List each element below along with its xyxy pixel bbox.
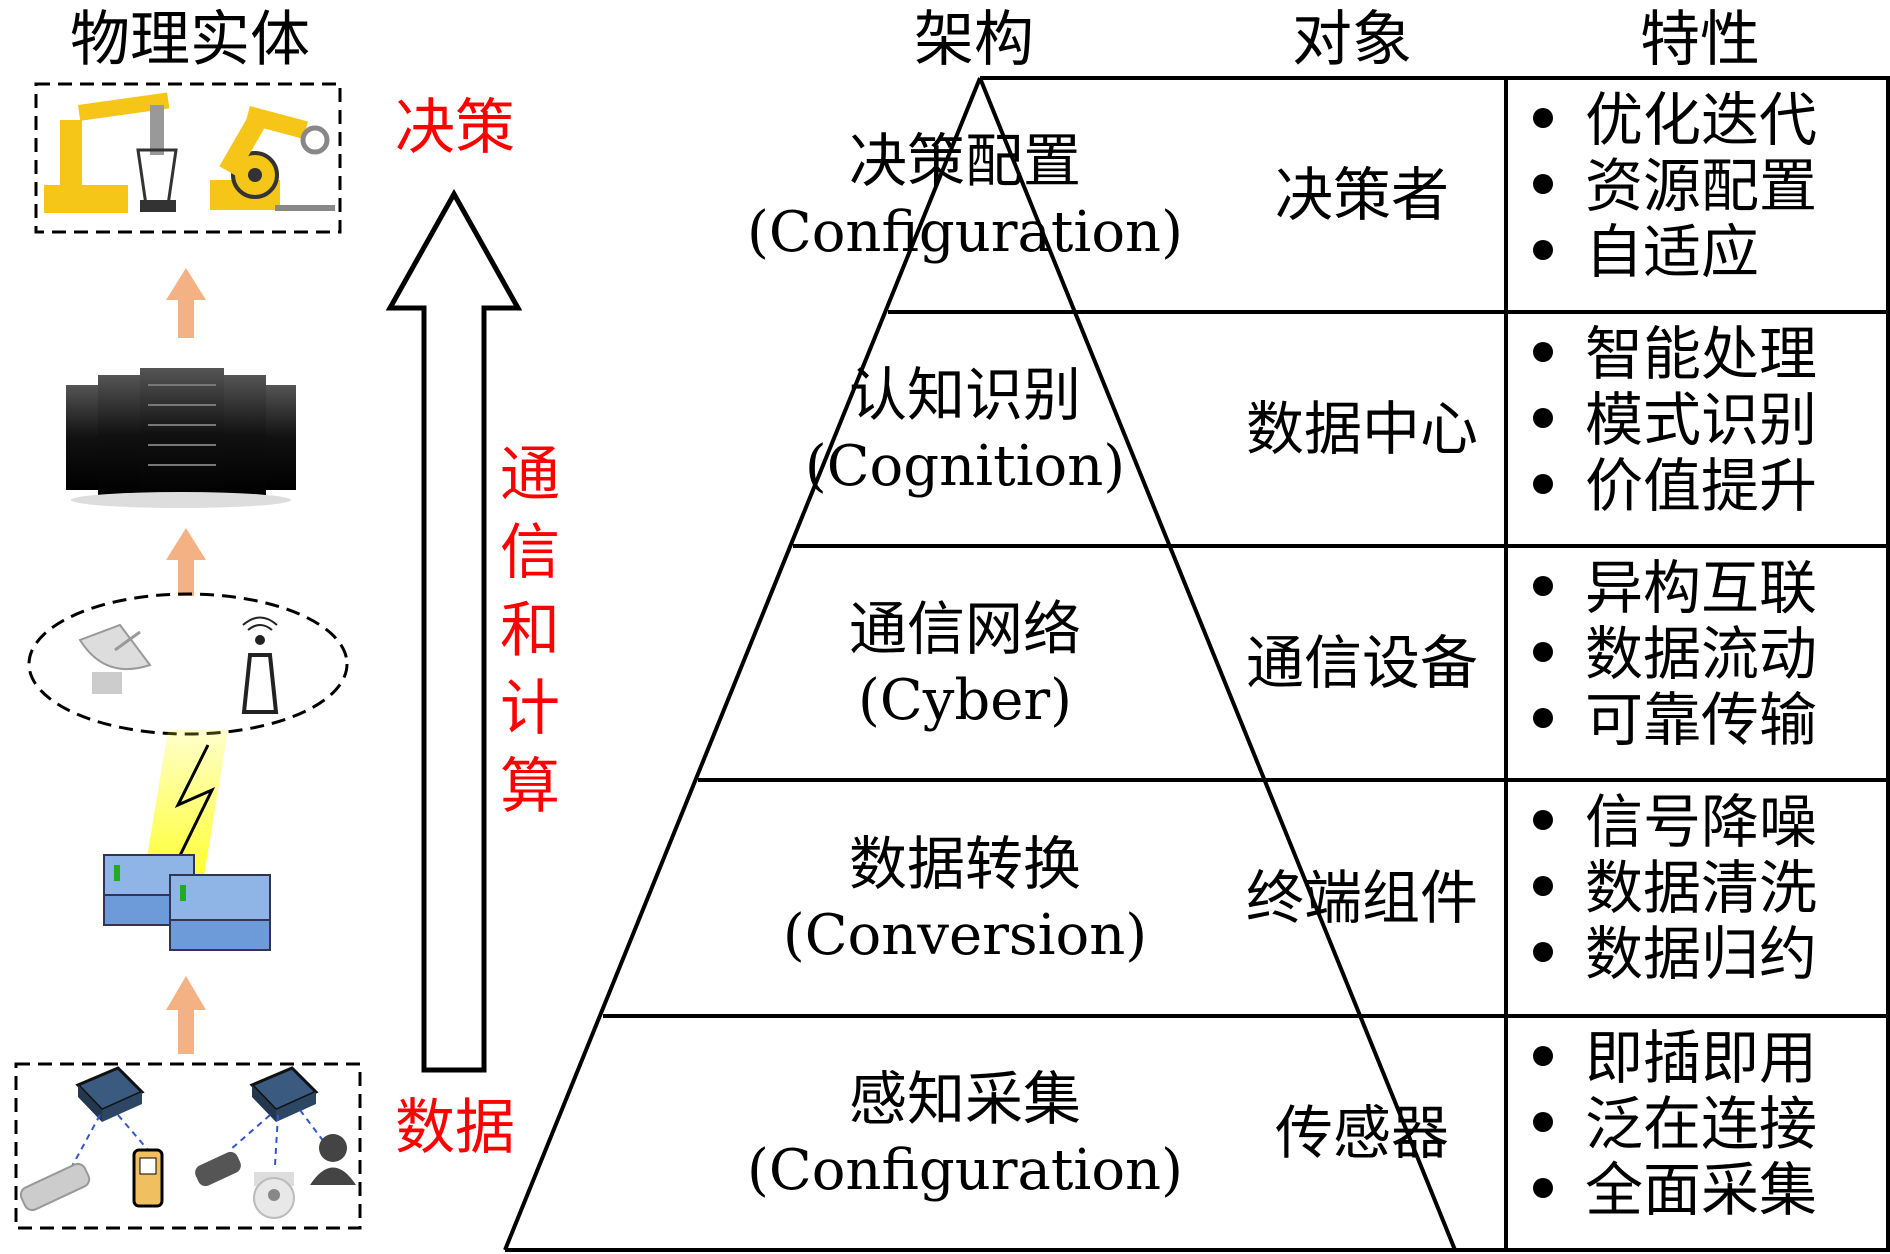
feature-item: 即插即用 bbox=[1585, 1024, 1817, 1092]
feature-item: 信号降噪 bbox=[1585, 788, 1817, 856]
header-features: 特性 bbox=[1640, 5, 1760, 75]
phone-icon bbox=[132, 1148, 164, 1208]
physical-entity-title: 物理实体 bbox=[70, 5, 310, 75]
feature-item: 智能处理 bbox=[1585, 320, 1817, 388]
feature-item: 数据流动 bbox=[1585, 620, 1817, 688]
antenna-tower-icon bbox=[241, 616, 279, 714]
bullet-icon bbox=[1533, 876, 1553, 896]
comm-device-ellipse bbox=[27, 592, 349, 736]
feature-item: 异构互联 bbox=[1585, 554, 1817, 622]
user-icon bbox=[310, 1134, 356, 1185]
bullet-icon bbox=[1533, 1178, 1553, 1198]
feature-item: 优化迭代 bbox=[1585, 86, 1817, 154]
layer-name-en: (Conversion) bbox=[783, 903, 1147, 968]
physical-entity-box bbox=[34, 82, 342, 234]
bullet-icon bbox=[1533, 642, 1553, 662]
comm-compute-char: 和 bbox=[500, 596, 560, 666]
header-architecture: 架构 bbox=[914, 5, 1034, 75]
bullet-icon bbox=[1533, 942, 1553, 962]
feature-item: 泛在连接 bbox=[1585, 1090, 1817, 1158]
bullet-icon bbox=[1533, 408, 1553, 428]
layer-object: 决策者 bbox=[1275, 161, 1449, 229]
data-to-decision-arrow bbox=[385, 188, 523, 1073]
feature-item: 全面采集 bbox=[1585, 1156, 1817, 1224]
bullet-icon bbox=[1533, 342, 1553, 362]
bullet-icon bbox=[1533, 174, 1553, 194]
comm-compute-char: 通 bbox=[500, 440, 560, 510]
feature-item: 数据归约 bbox=[1585, 920, 1817, 988]
comm-compute-label: 通信和计算 bbox=[500, 440, 560, 822]
column-headers: 架构 对象 特性 bbox=[914, 5, 1760, 75]
layer-name-cn: 认知识别 bbox=[849, 361, 1081, 429]
data-label: 数据 bbox=[395, 1093, 515, 1163]
svg-text:通信和计算: 通信和计算 bbox=[500, 440, 560, 822]
feature-item: 模式识别 bbox=[1585, 386, 1817, 454]
bullet-icon bbox=[1533, 474, 1553, 494]
comm-compute-char: 计 bbox=[500, 674, 560, 744]
bullet-icon bbox=[1533, 810, 1553, 830]
layer-name-cn: 通信网络 bbox=[849, 595, 1081, 663]
bullet-icon bbox=[1533, 108, 1553, 128]
robot-arm-icon bbox=[44, 92, 335, 213]
comm-compute-char: 算 bbox=[500, 752, 560, 822]
layer-object: 传感器 bbox=[1275, 1099, 1449, 1167]
flow-arrows bbox=[166, 268, 206, 1054]
network-switch-icon bbox=[103, 854, 271, 951]
layer-name-en: (Cognition) bbox=[805, 434, 1125, 499]
bullet-icon bbox=[1533, 1112, 1553, 1132]
layer-name-en: (Cyber) bbox=[858, 668, 1072, 733]
sensor-box bbox=[14, 1062, 362, 1230]
layer-name-cn: 感知采集 bbox=[849, 1065, 1081, 1133]
layers: 决策配置(Configuration)决策者优化迭代资源配置自适应认知识别(Co… bbox=[747, 86, 1817, 1224]
layer-name-en: (Configuration) bbox=[747, 200, 1183, 265]
pyramid bbox=[503, 76, 1890, 1252]
bullet-icon bbox=[1533, 1046, 1553, 1066]
decision-label: 决策 bbox=[395, 93, 515, 163]
layer-name-cn: 数据转换 bbox=[849, 830, 1081, 898]
feature-item: 资源配置 bbox=[1585, 152, 1817, 220]
feature-item: 自适应 bbox=[1585, 218, 1759, 286]
bullet-icon bbox=[1533, 708, 1553, 728]
camera-icon bbox=[19, 1151, 295, 1219]
bullet-icon bbox=[1533, 576, 1553, 596]
router-icon bbox=[75, 1066, 319, 1122]
server-rack-icon bbox=[66, 368, 296, 508]
layer-name-en: (Configuration) bbox=[747, 1138, 1183, 1203]
layer-object: 通信设备 bbox=[1246, 629, 1478, 697]
bullet-icon bbox=[1533, 240, 1553, 260]
feature-item: 价值提升 bbox=[1585, 452, 1817, 520]
layer-object: 数据中心 bbox=[1246, 395, 1478, 463]
feature-item: 数据清洗 bbox=[1585, 854, 1817, 922]
comm-compute-char: 信 bbox=[500, 518, 560, 588]
layer-object: 终端组件 bbox=[1246, 864, 1478, 932]
header-object: 对象 bbox=[1292, 5, 1412, 75]
feature-item: 可靠传输 bbox=[1585, 686, 1817, 754]
satellite-dish-icon bbox=[78, 623, 152, 694]
sensor-links bbox=[69, 1109, 331, 1171]
layer-name-cn: 决策配置 bbox=[849, 127, 1081, 195]
